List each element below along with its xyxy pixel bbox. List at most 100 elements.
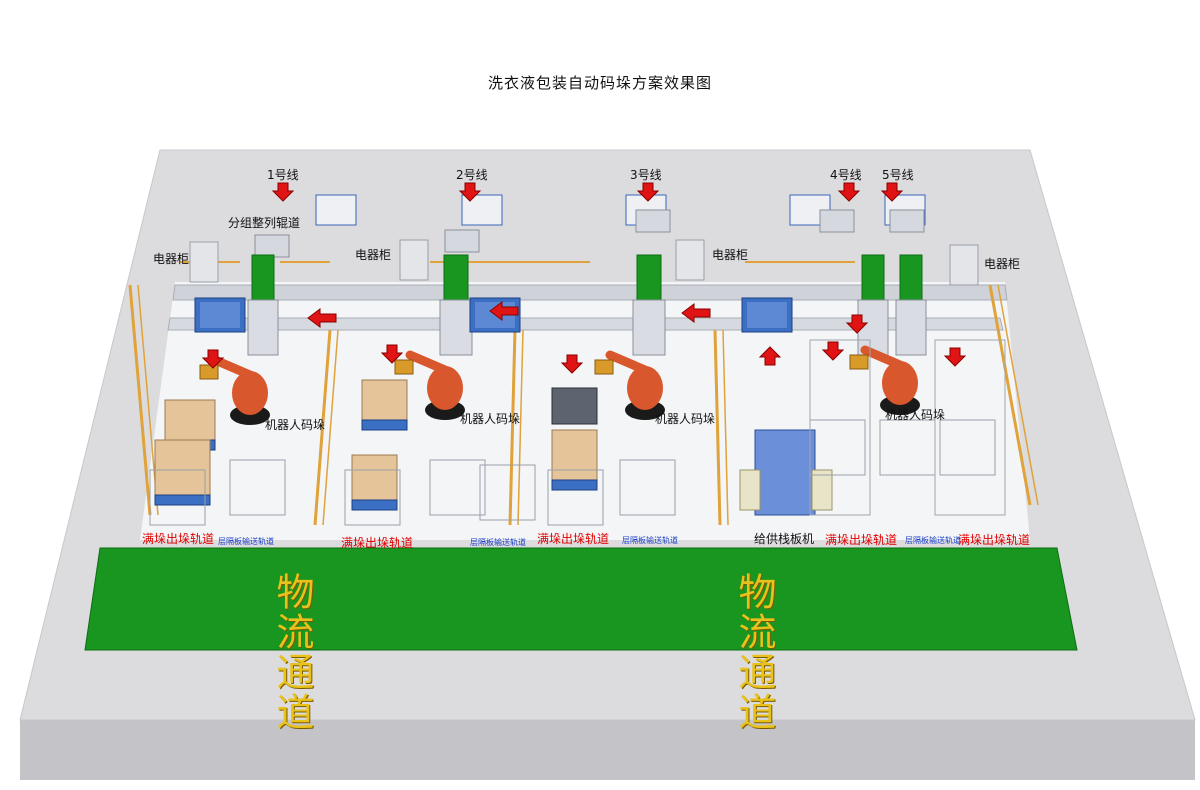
arrow-return-2 bbox=[489, 301, 519, 321]
safety-fence-inner-2 bbox=[322, 329, 339, 526]
full-stack-track-label-1: 满垛出垛轨道 bbox=[142, 532, 215, 546]
station-rack-4 bbox=[809, 339, 871, 516]
separator-track-label-1: 层隔板输送轨道 bbox=[218, 537, 274, 546]
lane-conveyor-5 bbox=[895, 299, 927, 356]
safety-fence-4 bbox=[713, 329, 722, 526]
robot-body-3 bbox=[627, 366, 663, 410]
line-label-3: 3号线 bbox=[630, 168, 662, 182]
cross-conveyor bbox=[167, 317, 1004, 331]
station-rack-5 bbox=[934, 339, 1006, 516]
pallet-feeder-stack bbox=[754, 429, 816, 516]
robot-arm-4 bbox=[860, 345, 905, 370]
green-belt-2 bbox=[443, 254, 469, 301]
floor-slab-side bbox=[20, 720, 1195, 780]
roller-section-4 bbox=[819, 209, 855, 233]
separator-track-label-4: 层隔板输送轨道 bbox=[905, 536, 961, 545]
logistics-lane-label-right: 物流通道 bbox=[732, 572, 776, 732]
safety-fence-inner-5 bbox=[997, 284, 1039, 506]
safety-fence-inner-3 bbox=[517, 329, 524, 526]
layer-pad-grid-1 bbox=[200, 302, 240, 328]
group-conveyor-label: 分组整列辊道 bbox=[228, 216, 301, 230]
carton-stack-5 bbox=[551, 429, 598, 481]
safety-fence-1 bbox=[128, 284, 152, 516]
pallet-feeder-frame-left bbox=[739, 469, 761, 511]
outfeed-rack-2 bbox=[229, 459, 286, 516]
full-stack-track-label-3: 满垛出垛轨道 bbox=[537, 532, 610, 546]
green-belt-4 bbox=[861, 254, 885, 301]
robot-body-2 bbox=[427, 366, 463, 410]
lane-conveyor-1 bbox=[247, 299, 279, 356]
electric-cabinet-label-2: 电器柜 bbox=[355, 248, 392, 262]
layer-pad-grid-3 bbox=[747, 302, 787, 328]
robot-arm-3 bbox=[605, 350, 650, 375]
line-label-1: 1号线 bbox=[267, 168, 299, 182]
logistics-lane-text-right: 物流通道 bbox=[732, 572, 776, 732]
carton-stack-1 bbox=[164, 399, 216, 441]
outfeed-rack-10 bbox=[939, 419, 996, 476]
safety-fence-5 bbox=[988, 284, 1032, 506]
green-belt-5 bbox=[899, 254, 923, 301]
full-stack-track-label-5: 满垛出垛轨道 bbox=[958, 533, 1031, 547]
arrow-pallet-feed bbox=[758, 346, 782, 366]
roller-section-3 bbox=[635, 209, 671, 233]
robot-arm-1 bbox=[210, 355, 255, 380]
line-label-5: 5号线 bbox=[882, 168, 914, 182]
carton-stack-4 bbox=[351, 454, 398, 501]
outfeed-rack-1 bbox=[149, 469, 206, 526]
outfeed-rack-7 bbox=[619, 459, 676, 516]
separator-track-label-2: 层隔板输送轨道 bbox=[470, 538, 526, 547]
arrow-return-3 bbox=[681, 303, 711, 323]
line-end-frame-1 bbox=[315, 194, 357, 226]
arrow-station-4b bbox=[845, 314, 869, 334]
safety-fence-3 bbox=[508, 329, 517, 526]
carton-pallet-2 bbox=[154, 494, 211, 506]
logistics-lane-text-left: 物流通道 bbox=[270, 572, 314, 732]
pallet-on-stand bbox=[551, 387, 598, 425]
diagram-title: 洗衣液包装自动码垛方案效果图 bbox=[487, 74, 712, 92]
full-stack-track-label-4: 满垛出垛轨道 bbox=[825, 533, 898, 547]
electric-cabinet-1 bbox=[189, 241, 219, 283]
main-return-conveyor bbox=[172, 284, 1008, 301]
electric-cabinet-label-1: 电器柜 bbox=[153, 252, 190, 266]
robot-label-2: 机器人码垛 bbox=[460, 412, 521, 426]
robot-label-3: 机器人码垛 bbox=[655, 412, 716, 426]
outfeed-rack-6 bbox=[547, 469, 604, 526]
arrow-station-5 bbox=[943, 347, 967, 367]
electric-cabinet-2 bbox=[399, 239, 429, 281]
outfeed-rack-3 bbox=[344, 469, 401, 526]
outfeed-rack-5 bbox=[479, 464, 536, 521]
arrow-line-3 bbox=[636, 182, 660, 202]
arrow-station-4 bbox=[821, 341, 845, 361]
green-belt-3 bbox=[636, 254, 662, 301]
electric-cabinet-label-4: 电器柜 bbox=[984, 257, 1021, 271]
robot-gripper-3 bbox=[594, 359, 614, 375]
arrow-line-5 bbox=[880, 182, 904, 202]
carton-pallet-3 bbox=[361, 419, 408, 431]
outfeed-rack-4 bbox=[429, 459, 486, 516]
robot-body-4 bbox=[882, 361, 918, 405]
arrow-line-4 bbox=[837, 182, 861, 202]
roller-section-5 bbox=[889, 209, 925, 233]
line-label-4: 4号线 bbox=[830, 168, 862, 182]
logistics-lane-label-left: 物流通道 bbox=[270, 572, 314, 732]
arrow-station-2 bbox=[380, 344, 404, 364]
robot-gripper-4 bbox=[849, 354, 869, 370]
electric-cabinet-label-3: 电器柜 bbox=[712, 248, 749, 262]
arrow-line-2 bbox=[458, 182, 482, 202]
carton-pallet-4 bbox=[351, 499, 398, 511]
robot-gripper-1 bbox=[199, 364, 219, 380]
robot-label-1: 机器人码垛 bbox=[265, 418, 326, 432]
robot-body-1 bbox=[232, 371, 268, 415]
roller-section-1 bbox=[254, 234, 290, 258]
separator-track-label-3: 层隔板输送轨道 bbox=[622, 536, 678, 545]
electric-cabinet-4 bbox=[949, 244, 979, 286]
robot-label-4: 机器人码垛 bbox=[885, 408, 946, 422]
arrow-station-3 bbox=[560, 354, 584, 374]
robot-gripper-2 bbox=[394, 359, 414, 375]
arrow-return-1 bbox=[307, 308, 337, 328]
carton-stack-2 bbox=[154, 439, 211, 496]
carton-pallet-5 bbox=[551, 479, 598, 491]
lane-conveyor-2 bbox=[439, 299, 473, 356]
